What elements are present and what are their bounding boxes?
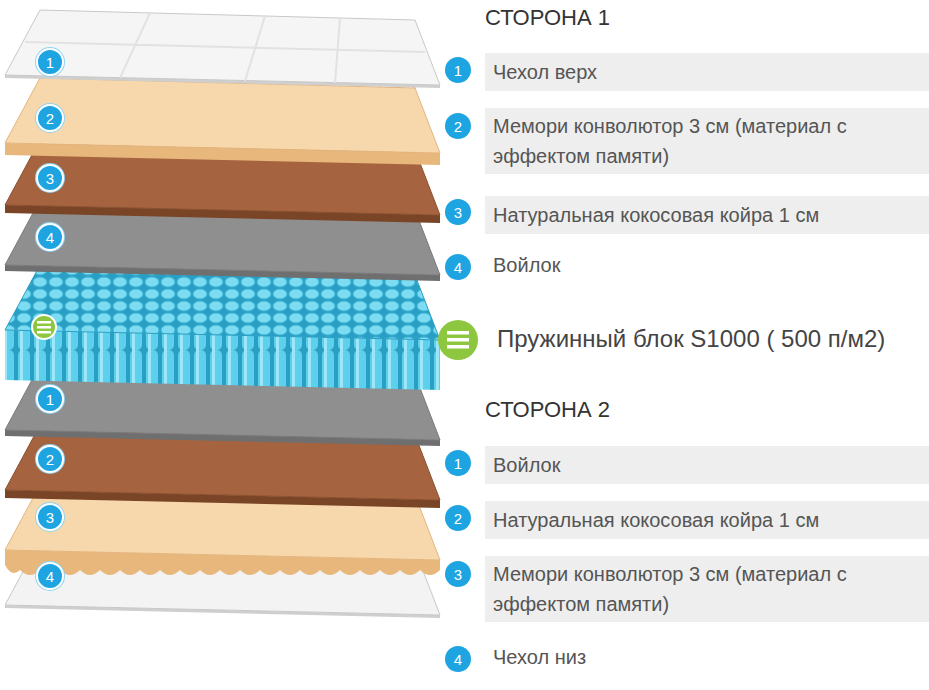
callout-number: 3 [36,164,64,192]
callout-text: 2 [46,111,54,126]
callout-text: 2 [454,511,462,526]
callout-number: 4 [36,562,64,590]
side-heading: СТОРОНА 1 [485,5,610,31]
callout-text: 1 [46,392,54,407]
layer-band: Натуральная кокосовая койра 1 см [485,196,929,234]
callout-number: 3 [445,561,471,587]
callout-number: 4 [445,646,471,672]
top-cover [5,10,440,88]
callout-text: 4 [454,652,462,667]
callout-number: 1 [445,450,471,476]
layer-text: Мемори конволютор 3 см (материал с эффек… [493,111,919,171]
callout-number: 1 [445,57,471,83]
side-heading: СТОРОНА 2 [485,397,610,423]
callout-text: 3 [46,510,54,525]
callout-number: 3 [36,503,64,531]
callout-number: 1 [36,385,64,413]
layer-band: Войлок [485,446,929,484]
layer-text: Натуральная кокосовая койра 1 см [493,200,819,230]
callout-text: 3 [454,567,462,582]
callout-text: 4 [454,260,462,275]
layer-text: Мемори конволютор 3 см (материал с эффек… [493,559,919,619]
spring-block [5,265,440,390]
layer-text: Войлок [493,450,560,480]
spring-block-icon [438,320,478,360]
layer-text: Натуральная кокосовая койра 1 см [493,505,819,535]
callout-text: 2 [454,119,462,134]
layer-name: Войлок [493,254,560,277]
callout-text: 1 [46,55,54,70]
callout-text: 4 [46,569,54,584]
callout-number: 1 [36,48,64,76]
callout-text: 3 [46,171,54,186]
callout-number: 2 [445,505,471,531]
callout-number: 2 [445,113,471,139]
callout-number: 4 [36,223,64,251]
layer-name: Чехол низ [493,646,586,669]
layer-band: Мемори конволютор 3 см (материал с эффек… [485,556,929,622]
spring-block-name: Пружинный блок S1000 ( 500 п/м2) [497,325,885,353]
top-coir [5,140,440,223]
callout-number: 4 [445,254,471,280]
layer-band: Мемори конволютор 3 см (материал с эффек… [485,108,929,174]
callout-text: 2 [46,452,54,467]
callout-number: 2 [36,445,64,473]
callout-number: 3 [445,199,471,225]
layer-text: Чехол верх [493,57,597,87]
callout-text: 3 [454,205,462,220]
top-memory-foam [5,74,440,165]
spring-block-icon [32,315,56,339]
callout-text: 1 [454,456,462,471]
callout-number: 2 [36,104,64,132]
layer-band: Натуральная кокосовая койра 1 см [485,501,929,539]
callout-text: 1 [454,63,462,78]
layer-band: Чехол верх [485,53,929,91]
callout-text: 4 [46,230,54,245]
